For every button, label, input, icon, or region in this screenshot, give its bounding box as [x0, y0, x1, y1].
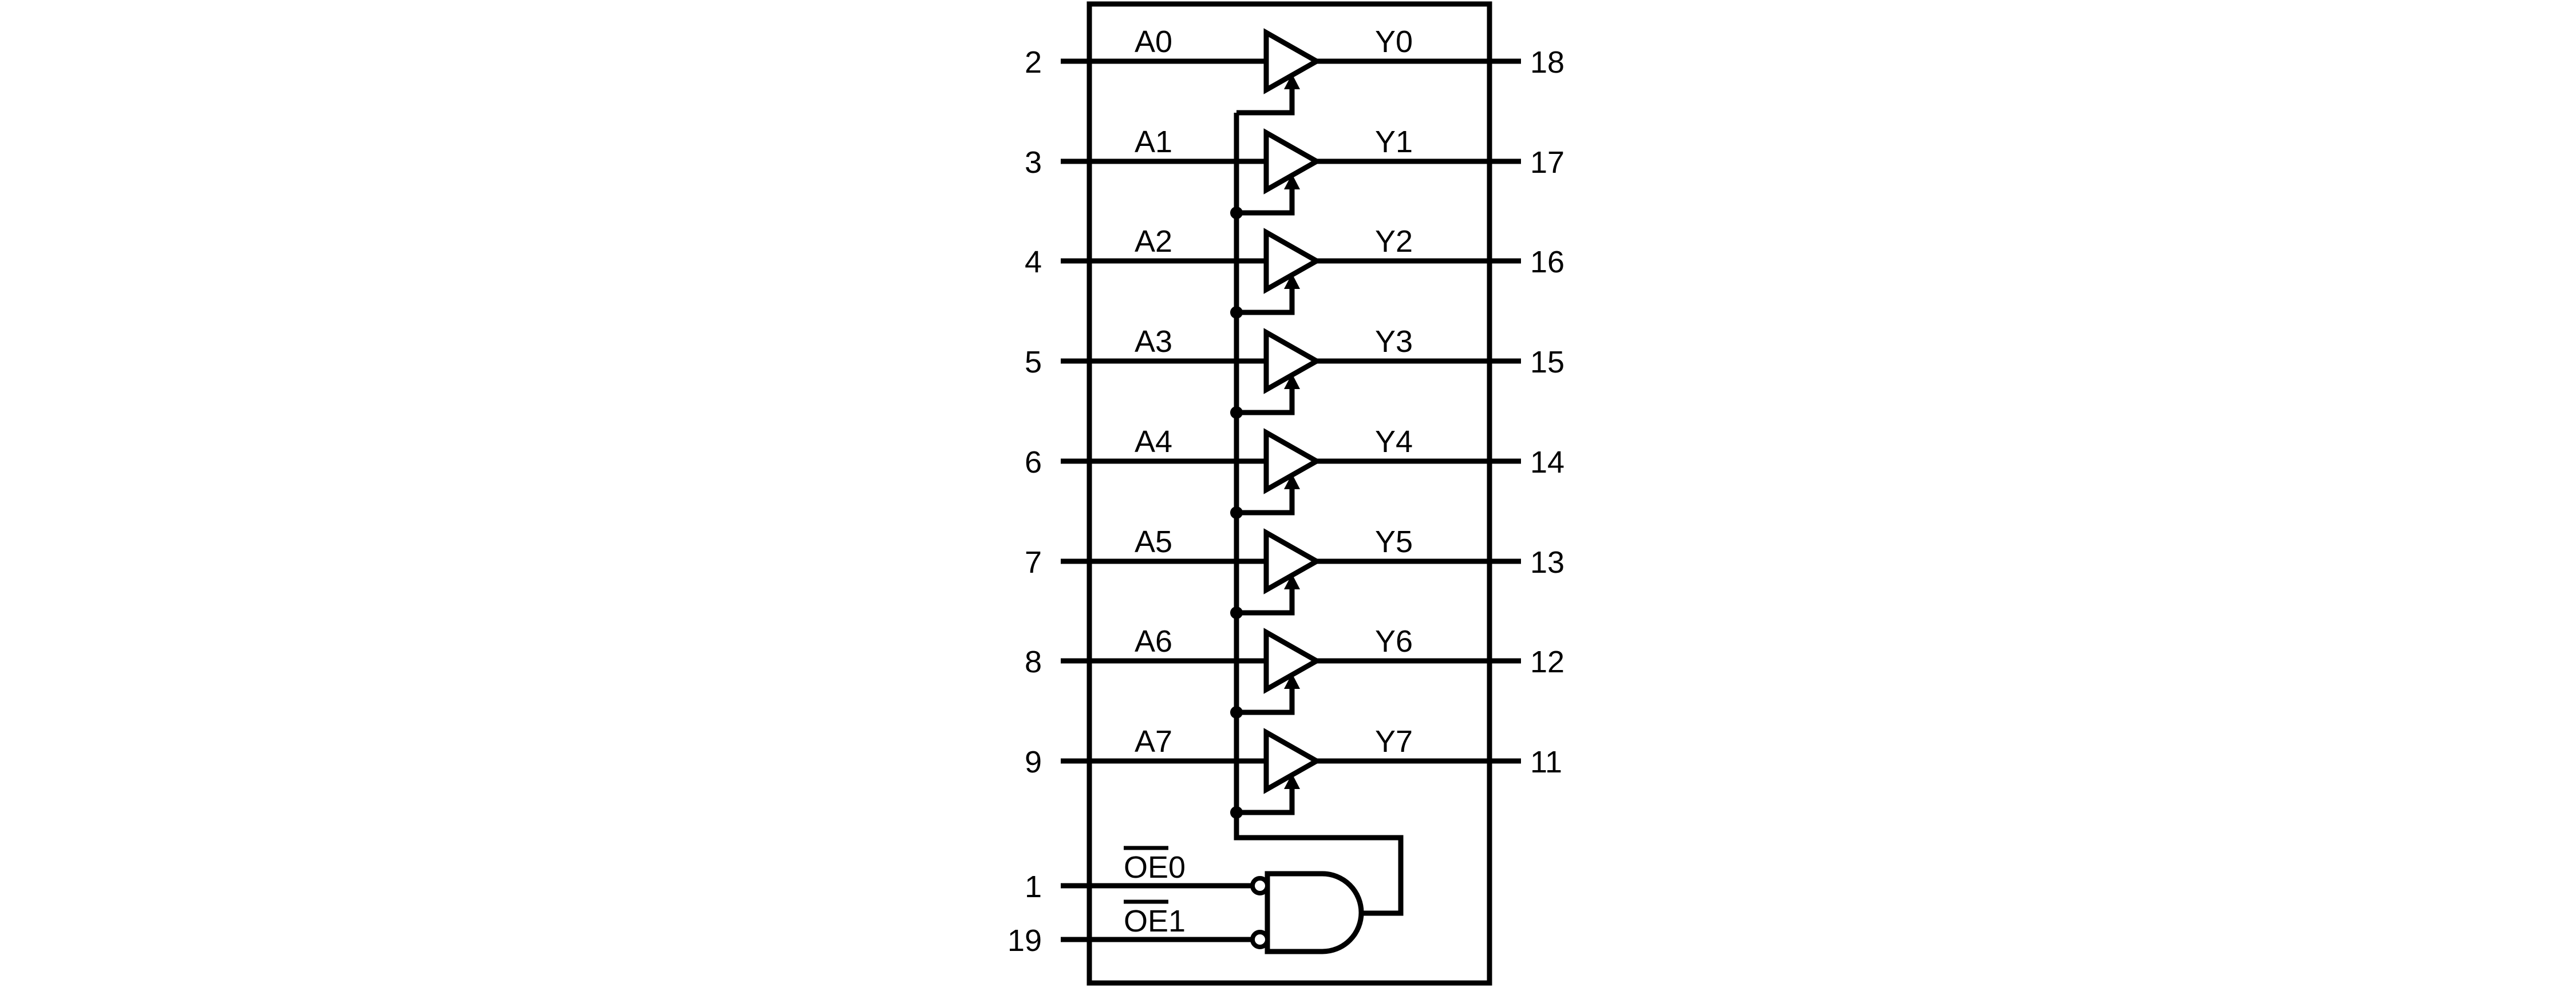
enable-arrowhead-icon	[1284, 574, 1300, 589]
oe0-label: OE0	[1124, 850, 1186, 885]
pin-number-right: 12	[1530, 645, 1564, 679]
junction-dot	[1230, 506, 1243, 519]
enable-branch-wire	[1236, 687, 1295, 715]
pin-number-left: 9	[1025, 745, 1042, 779]
input-label: A7	[1135, 724, 1172, 759]
pin-number-left: 7	[1025, 545, 1042, 580]
junction-dot	[1230, 607, 1243, 619]
enable-arrowhead-icon	[1284, 774, 1300, 789]
pin-number-right: 14	[1530, 445, 1564, 479]
buffer-triangle-icon	[1263, 228, 1322, 294]
and-gate-icon	[1265, 871, 1364, 954]
enable-arrowhead-icon	[1284, 474, 1300, 489]
pin-number-right: 13	[1530, 545, 1564, 580]
pin-number-left: 1	[1025, 870, 1042, 904]
output-label: Y0	[1375, 25, 1413, 59]
enable-branch-wire	[1236, 587, 1295, 616]
pin-number-left: 8	[1025, 645, 1042, 679]
buffer-triangle-icon	[1263, 128, 1322, 195]
pin-number-left: 3	[1025, 145, 1042, 180]
buffer-row-7: 9 A7 Y7 11	[1025, 724, 1562, 819]
input-label: A0	[1135, 25, 1172, 59]
buffer-row-5: 7 A5 Y5 13	[1025, 525, 1564, 619]
buffer-row-1: 3 A1 Y1 17	[1025, 125, 1564, 219]
buffer-row-4: 6 A4 Y4 14	[1025, 425, 1564, 519]
input-label: A5	[1135, 525, 1172, 559]
buffer-row-0: 2 A0 Y0 18	[1025, 25, 1564, 116]
buffer-triangle-icon	[1263, 728, 1322, 794]
enable-bus-wire	[1234, 113, 1404, 916]
pin-number-right: 17	[1530, 145, 1564, 180]
output-label: Y1	[1375, 125, 1413, 159]
junction-dot	[1230, 306, 1243, 319]
input-label: A2	[1135, 224, 1172, 259]
enable-arrowhead-icon	[1284, 273, 1300, 289]
input-label: A1	[1135, 125, 1172, 159]
oe1-label: OE1	[1124, 904, 1186, 938]
enable-branch-wire	[1236, 87, 1295, 116]
enable-branch-wire	[1236, 387, 1295, 415]
output-label: Y3	[1375, 324, 1413, 359]
enable-branch-wire	[1236, 287, 1295, 315]
output-label: Y4	[1375, 425, 1413, 459]
junction-dot	[1230, 806, 1243, 819]
enable-arrowhead-icon	[1284, 74, 1300, 89]
inverter-bubble-icon	[1250, 930, 1270, 949]
input-label: A3	[1135, 324, 1172, 359]
buffer-row-6: 8 A6 Y6 12	[1025, 624, 1564, 719]
output-label: Y7	[1375, 724, 1413, 759]
enable-branch-wire	[1236, 187, 1295, 216]
buffer-triangle-icon	[1263, 28, 1322, 94]
pin-number-left: 2	[1025, 45, 1042, 80]
input-label: A4	[1135, 425, 1172, 459]
enable-gate-section: 1 OE0 19 OE1	[1008, 846, 1364, 958]
junction-dot	[1230, 706, 1243, 719]
buffer-row-2: 4 A2 Y2 16	[1025, 224, 1564, 319]
enable-arrowhead-icon	[1284, 673, 1300, 689]
inverter-bubble-icon	[1250, 876, 1270, 895]
buffer-triangle-icon	[1263, 328, 1322, 394]
pin-number-right: 18	[1530, 45, 1564, 80]
output-label: Y6	[1375, 624, 1413, 659]
junction-dot	[1230, 207, 1243, 219]
input-label: A6	[1135, 624, 1172, 659]
buffer-triangle-icon	[1263, 428, 1322, 494]
pin-number-right: 11	[1530, 745, 1562, 779]
buffer-triangle-icon	[1263, 628, 1322, 694]
pin-number-right: 16	[1530, 245, 1564, 279]
buffer-triangle-icon	[1263, 528, 1322, 594]
junction-dot	[1230, 406, 1243, 419]
pin-number-left: 5	[1025, 345, 1042, 379]
output-label: Y5	[1375, 525, 1413, 559]
pin-number-left: 6	[1025, 445, 1042, 479]
enable-arrowhead-icon	[1284, 374, 1300, 389]
pin-number-right: 15	[1530, 345, 1564, 379]
enable-branch-wire	[1236, 787, 1295, 815]
output-label: Y2	[1375, 224, 1413, 259]
chip-outline	[1086, 1, 1492, 986]
enable-arrowhead-icon	[1284, 174, 1300, 189]
pin-number-left: 4	[1025, 245, 1042, 279]
buffer-row-3: 5 A3 Y3 15	[1025, 324, 1564, 419]
enable-branch-wire	[1236, 487, 1295, 516]
pin-number-left: 19	[1008, 923, 1042, 958]
